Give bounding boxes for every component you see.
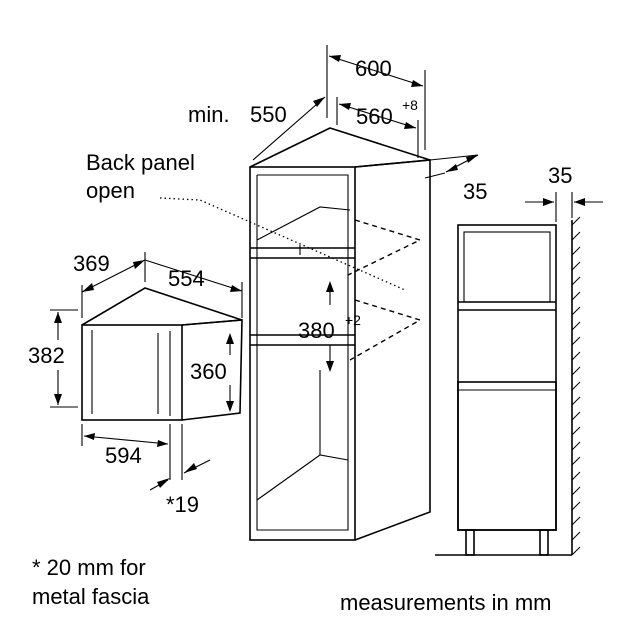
- appliance-drawing: [81, 287, 243, 421]
- appliance-front-face: [81, 324, 183, 421]
- dim-side-gap: 35: [525, 163, 603, 222]
- section-niche: [463, 231, 551, 303]
- back-panel-callout: Back panel open: [86, 150, 406, 291]
- niche-height-label: 380: [298, 318, 335, 343]
- appliance-inner-height-label: 360: [190, 359, 227, 384]
- cabinet-min-depth-prefix: min.: [188, 102, 230, 127]
- appliance-width-top-label: 554: [168, 266, 205, 291]
- units-note: measurements in mm: [340, 590, 552, 615]
- footnote-line1: * 20 mm for: [32, 555, 146, 580]
- dim-appliance-width-bottom: 594: [81, 424, 171, 480]
- dim-appliance-width-top: 554: [144, 259, 243, 318]
- niche-shelf-upper: [347, 219, 422, 276]
- section-cabinet: [457, 224, 557, 531]
- appliance-width-bottom-label: 594: [105, 443, 142, 468]
- back-panel-line2: open: [86, 178, 135, 203]
- plinth-foot-back: [539, 529, 549, 556]
- back-gap-label: 35: [463, 179, 487, 204]
- cabinet-side: [354, 159, 431, 541]
- footnote-line2: metal fascia: [32, 584, 150, 609]
- dim-back-gap: 35: [424, 154, 487, 204]
- dim-appliance-inner-height: 360: [190, 333, 234, 412]
- cabinet-width-label: 600: [355, 56, 392, 81]
- niche-depth-tolerance: +8: [402, 97, 418, 113]
- back-panel-leader: [159, 197, 406, 291]
- dim-niche-depth: 560 +8: [336, 97, 419, 158]
- dim-cabinet-width: 600: [326, 45, 426, 150]
- cabinet-min-depth-value: 550: [250, 102, 287, 127]
- appliance-top-face: [81, 287, 243, 326]
- niche-depth-label: 560: [356, 104, 393, 129]
- appliance-height-label: 382: [28, 343, 65, 368]
- side-gap-label: 35: [548, 163, 572, 188]
- cabinet-front: [249, 166, 356, 541]
- dim-niche-height: 380 +2: [298, 281, 361, 372]
- cabinet-top: [249, 127, 431, 168]
- dim-fascia-thickness: *19: [149, 424, 211, 517]
- appliance-side-face: [181, 319, 243, 421]
- plinth-foot-front: [465, 529, 475, 556]
- niche-shelf-lower: [349, 299, 422, 361]
- wall-hatching: [571, 216, 581, 556]
- cabinet-drawing: [249, 127, 431, 541]
- dim-cabinet-min-depth: min. 550: [188, 96, 326, 161]
- fascia-thickness-label: *19: [166, 492, 199, 517]
- dim-appliance-depth: 369: [73, 251, 146, 318]
- dim-appliance-height: 382: [28, 309, 78, 408]
- section-lower-compartment: [457, 381, 557, 531]
- niche-height-tolerance: +2: [345, 312, 361, 328]
- back-panel-line1: Back panel: [86, 150, 195, 175]
- side-section-drawing: [435, 216, 581, 556]
- appliance-depth-label: 369: [73, 251, 110, 276]
